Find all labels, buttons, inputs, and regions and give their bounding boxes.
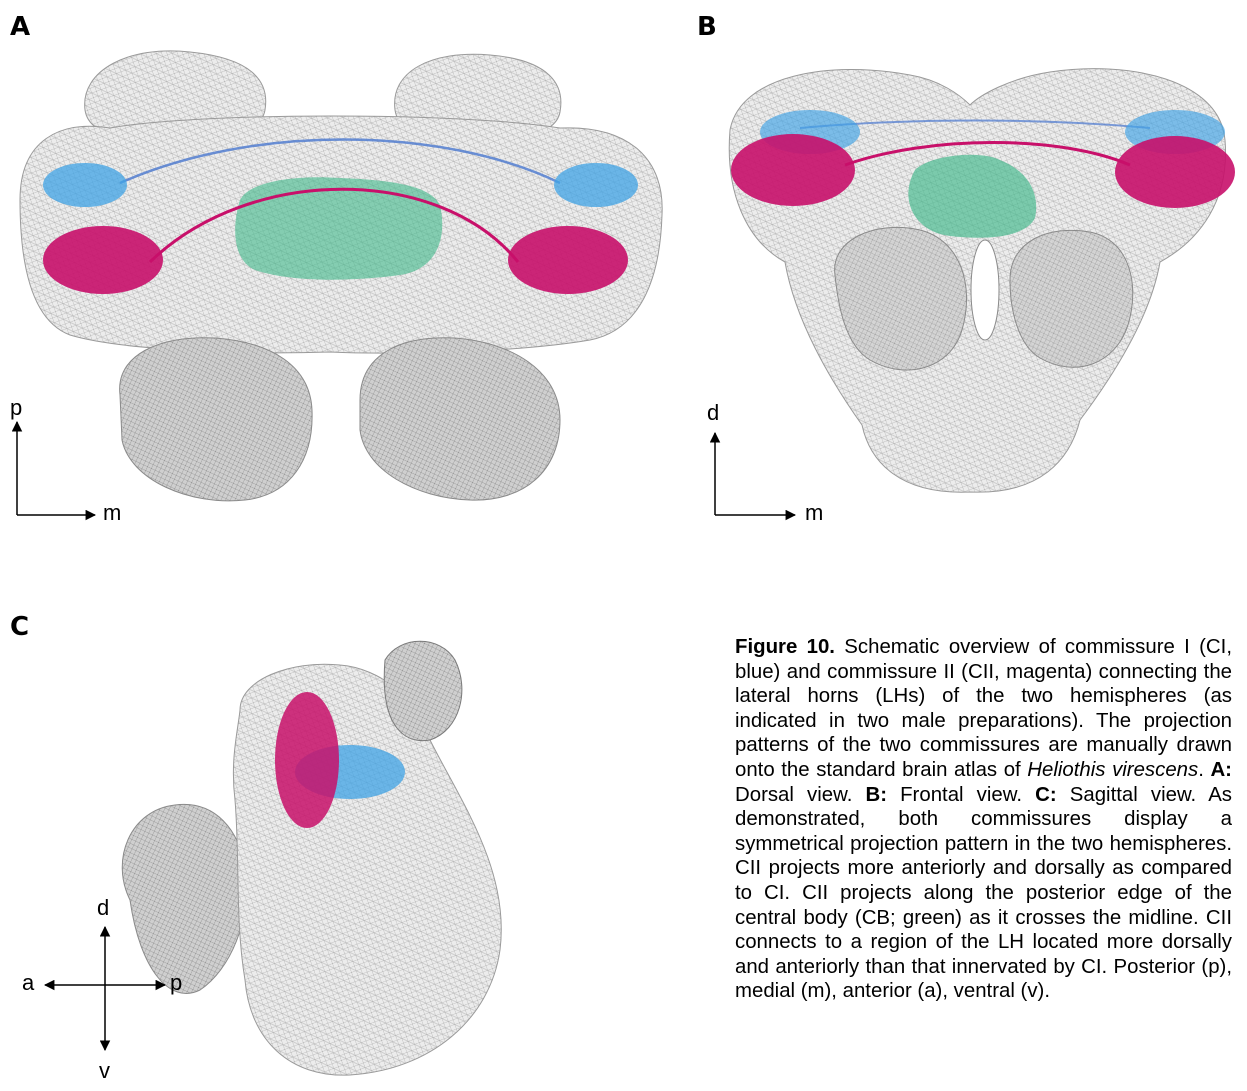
commissure-cii-sagittal [275, 692, 339, 828]
commissure-cii-frontal-left [731, 134, 855, 206]
brain-mesh-lobe-left [120, 338, 312, 501]
commissure-cii-frontal-right [1115, 136, 1235, 208]
axis-c-down-label: v [99, 1058, 110, 1084]
central-body-cb [235, 177, 442, 280]
panel-b-figure [680, 0, 1247, 540]
axis-c-left-label: a [22, 970, 34, 996]
axis-b-horizontal-label: m [805, 500, 823, 526]
axis-a-horizontal-label: m [103, 500, 121, 526]
caption-text-b: Frontal view. [887, 784, 1035, 806]
brain-mesh-sagittal-calyx [384, 641, 462, 740]
brain-mesh-sagittal-lobe [122, 804, 246, 993]
axis-c-right-label: p [170, 970, 182, 996]
caption-label-c: C: [1035, 784, 1057, 806]
caption-text-c: Sagittal view. As demonstrated, both com… [735, 784, 1232, 1003]
brain-mesh-sagittal-body [233, 664, 501, 1075]
caption-text-2: . [1198, 759, 1210, 781]
commissure-cii-right [508, 226, 628, 294]
commissure-cii-left [43, 226, 163, 294]
caption-figure-label: Figure 10. [735, 636, 835, 658]
commissure-ci-right [554, 163, 638, 207]
axis-b-vertical-label: d [707, 400, 719, 426]
caption-label-a: A: [1210, 759, 1232, 781]
panel-a-figure [0, 0, 680, 540]
brain-mesh-lobe-right [360, 338, 560, 500]
axis-a-vertical-label: p [10, 395, 22, 421]
panel-c-figure [0, 600, 600, 1091]
esophageal-foramen [971, 240, 999, 340]
axis-c-up-label: d [97, 895, 109, 921]
caption-text-a: Dorsal view. [735, 784, 865, 806]
commissure-ci-left [43, 163, 127, 207]
brain-mesh-lobe-frontal-right [1010, 230, 1133, 367]
caption-species: Heliothis virescens [1027, 759, 1198, 781]
figure-caption: Figure 10. Schematic overview of commiss… [735, 635, 1232, 1004]
caption-label-b: B: [865, 784, 887, 806]
